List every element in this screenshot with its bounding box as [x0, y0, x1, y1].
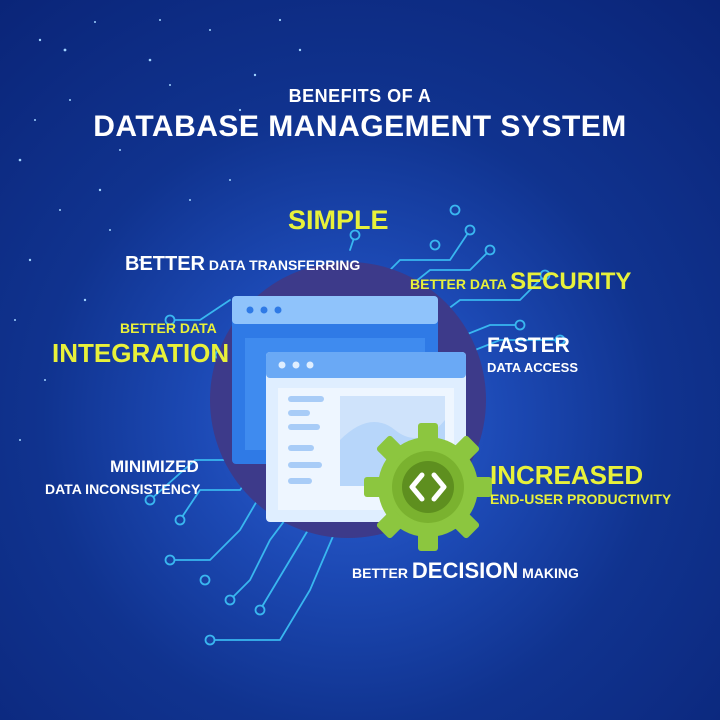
benefit-security: BETTER DATA SECURITY [410, 268, 631, 296]
benefit-security-big: SECURITY [510, 268, 632, 295]
benefit-minimized-line2: DATA INCONSISTENCY [45, 481, 201, 497]
benefit-productivity-line2: END-USER PRODUCTIVITY [490, 491, 672, 507]
title-line1: BENEFITS OF A [288, 86, 432, 106]
benefit-integration-line2: INTEGRATION [52, 338, 230, 368]
benefit-decision: BETTER DECISION MAKING [352, 558, 579, 584]
title-main: DATABASE MANAGEMENT SYSTEM [93, 110, 627, 143]
code-brackets-icon [409, 472, 447, 502]
benefit-integration-line1: BETTER DATA [120, 320, 217, 336]
gear-icon [364, 423, 492, 551]
circuit-nodes [144, 204, 566, 646]
benefit-data-transferring: BETTER DATA TRANSFERRING [125, 253, 360, 276]
benefit-simple: SIMPLE [288, 205, 389, 235]
star-field [14, 18, 302, 441]
benefit-data-transferring-rest: DATA TRANSFERRING [205, 257, 361, 273]
benefit-faster-line1: FASTER [487, 334, 570, 357]
benefit-productivity-line1: INCREASED [490, 460, 644, 490]
benefit-security-prefix: BETTER DATA [410, 276, 511, 292]
benefit-decision-big: DECISION [411, 558, 519, 583]
benefit-data-transferring-bold: BETTER [125, 253, 205, 275]
benefit-minimized-line1: MINIMIZED [110, 457, 199, 476]
benefit-decision-pre: BETTER [352, 565, 412, 581]
benefit-faster-line2: DATA ACCESS [487, 360, 578, 375]
benefit-decision-post: MAKING [518, 565, 579, 581]
